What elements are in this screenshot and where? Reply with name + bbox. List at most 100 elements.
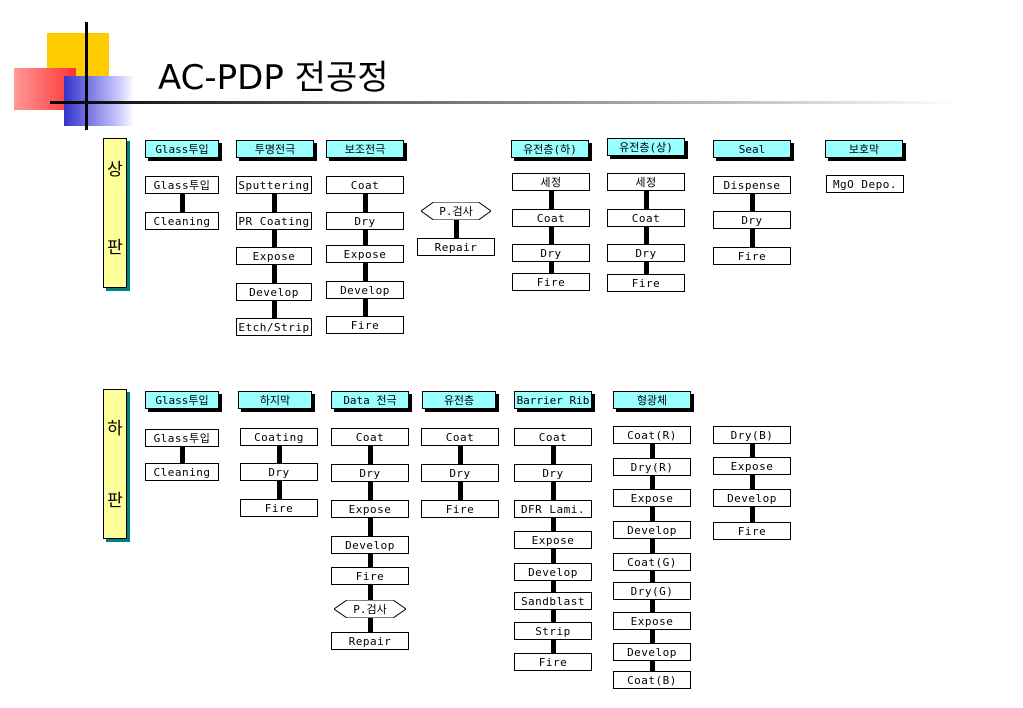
connector-line (551, 549, 556, 563)
lower-data-step: Expose (331, 500, 409, 518)
upper-seal-step: Fire (713, 247, 791, 265)
connector-line (650, 444, 655, 458)
connector-line (180, 194, 185, 212)
header-dielectric-upper: 유전층(상) (607, 138, 685, 156)
lower-phos2-step: Fire (713, 522, 791, 540)
lower-phos1-step: Develop (613, 521, 691, 539)
connector-line (368, 518, 373, 536)
connector-line (551, 610, 556, 622)
lower-phos1-step: Dry(G) (613, 582, 691, 600)
upper-glass-step: Cleaning (145, 212, 219, 230)
connector-line (272, 230, 277, 247)
connector-line (551, 482, 556, 500)
header-lower-dielectric: 유전층 (422, 391, 496, 409)
connector-line (277, 481, 282, 499)
header-glass-input: Glass투입 (145, 140, 219, 158)
connector-line (368, 446, 373, 464)
connector-line (650, 476, 655, 489)
upper-plate-label: 상 판 (103, 138, 127, 288)
lower-phos1-step: Expose (613, 612, 691, 630)
header-protective-layer: 보호막 (825, 140, 903, 158)
connector-line (277, 446, 282, 463)
lower-under-step: Coating (240, 428, 318, 446)
lower-phos2-step: Expose (713, 457, 791, 475)
diamond-label: P.검사 (353, 603, 387, 616)
connector-line (644, 227, 649, 244)
lower-under-step: Fire (240, 499, 318, 517)
connector-line (180, 447, 185, 463)
upper-mgo-step: MgO Depo. (826, 175, 904, 193)
diamond-label: P.검사 (439, 205, 473, 218)
connector-line (650, 661, 655, 671)
upper-diel-low-step: Coat (512, 209, 590, 227)
connector-line (650, 539, 655, 553)
deco-horizontal-line (50, 101, 960, 104)
lower-data-step: Fire (331, 567, 409, 585)
upper-ito-step: Develop (236, 283, 312, 301)
upper-ito-step: PR Coating (236, 212, 312, 230)
connector-line (272, 265, 277, 283)
lower-phos1-step: Dry(R) (613, 458, 691, 476)
lower-diel-step: Coat (421, 428, 499, 446)
connector-line (644, 262, 649, 274)
connector-line (551, 640, 556, 653)
upper-diel-up-step: 세정 (607, 173, 685, 191)
header-seal: Seal (713, 140, 791, 158)
upper-diel-up-step: Fire (607, 274, 685, 292)
upper-diel-low-step: Dry (512, 244, 590, 262)
connector-line (750, 194, 755, 211)
header-bus-electrode: 보조전극 (326, 140, 404, 158)
connector-line (368, 554, 373, 567)
connector-line (458, 482, 463, 500)
connector-line (551, 518, 556, 531)
header-phosphor: 형광체 (613, 391, 691, 409)
lower-rib-step: Dry (514, 464, 592, 482)
lower-plate-label: 하 판 (103, 389, 127, 539)
lower-phos1-step: Coat(B) (613, 671, 691, 689)
lower-phos1-step: Expose (613, 489, 691, 507)
upper-inspection-diamond: P.검사 (421, 202, 491, 220)
lower-rib-step: Fire (514, 653, 592, 671)
lower-data-step: Develop (331, 536, 409, 554)
upper-bus-step: Develop (326, 281, 404, 299)
lower-phos2-step: Develop (713, 489, 791, 507)
connector-line (750, 229, 755, 247)
lower-diel-step: Dry (421, 464, 499, 482)
connector-line (549, 262, 554, 273)
upper-diel-up-step: Coat (607, 209, 685, 227)
connector-line (650, 600, 655, 612)
header-transparent-electrode: 투명전극 (236, 140, 314, 158)
upper-ito-step: Sputtering (236, 176, 312, 194)
connector-line (650, 507, 655, 521)
diamond-shape (334, 600, 406, 618)
connector-line (368, 585, 373, 600)
header-lower-glass-input: Glass투입 (145, 391, 219, 409)
connector-line (363, 194, 368, 212)
upper-diel-low-step: Fire (512, 273, 590, 291)
upper-bus-step: Coat (326, 176, 404, 194)
lower-rib-step: Strip (514, 622, 592, 640)
lower-phos1-step: Coat(G) (613, 553, 691, 571)
header-underlayer: 하지막 (238, 391, 312, 409)
upper-seal-step: Dispense (713, 176, 791, 194)
connector-line (549, 191, 554, 209)
deco-vertical-line (85, 22, 88, 130)
connector-line (644, 191, 649, 209)
upper-seal-step: Dry (713, 211, 791, 229)
lower-phos1-step: Coat(R) (613, 426, 691, 444)
lower-rib-step: Expose (514, 531, 592, 549)
upper-diel-low-step: 세정 (512, 173, 590, 191)
lower-rib-step: Sandblast (514, 592, 592, 610)
connector-line (363, 263, 368, 281)
lower-repair-step: Repair (331, 632, 409, 650)
upper-bus-step: Fire (326, 316, 404, 334)
connector-line (650, 571, 655, 582)
upper-ito-step: Etch/Strip (236, 318, 312, 336)
lower-diel-step: Fire (421, 500, 499, 518)
connector-line (458, 446, 463, 464)
diamond-shape (421, 202, 491, 220)
lower-rib-step: Develop (514, 563, 592, 581)
header-barrier-rib: Barrier Rib (514, 391, 592, 409)
connector-line (368, 618, 373, 632)
connector-line (363, 230, 368, 245)
